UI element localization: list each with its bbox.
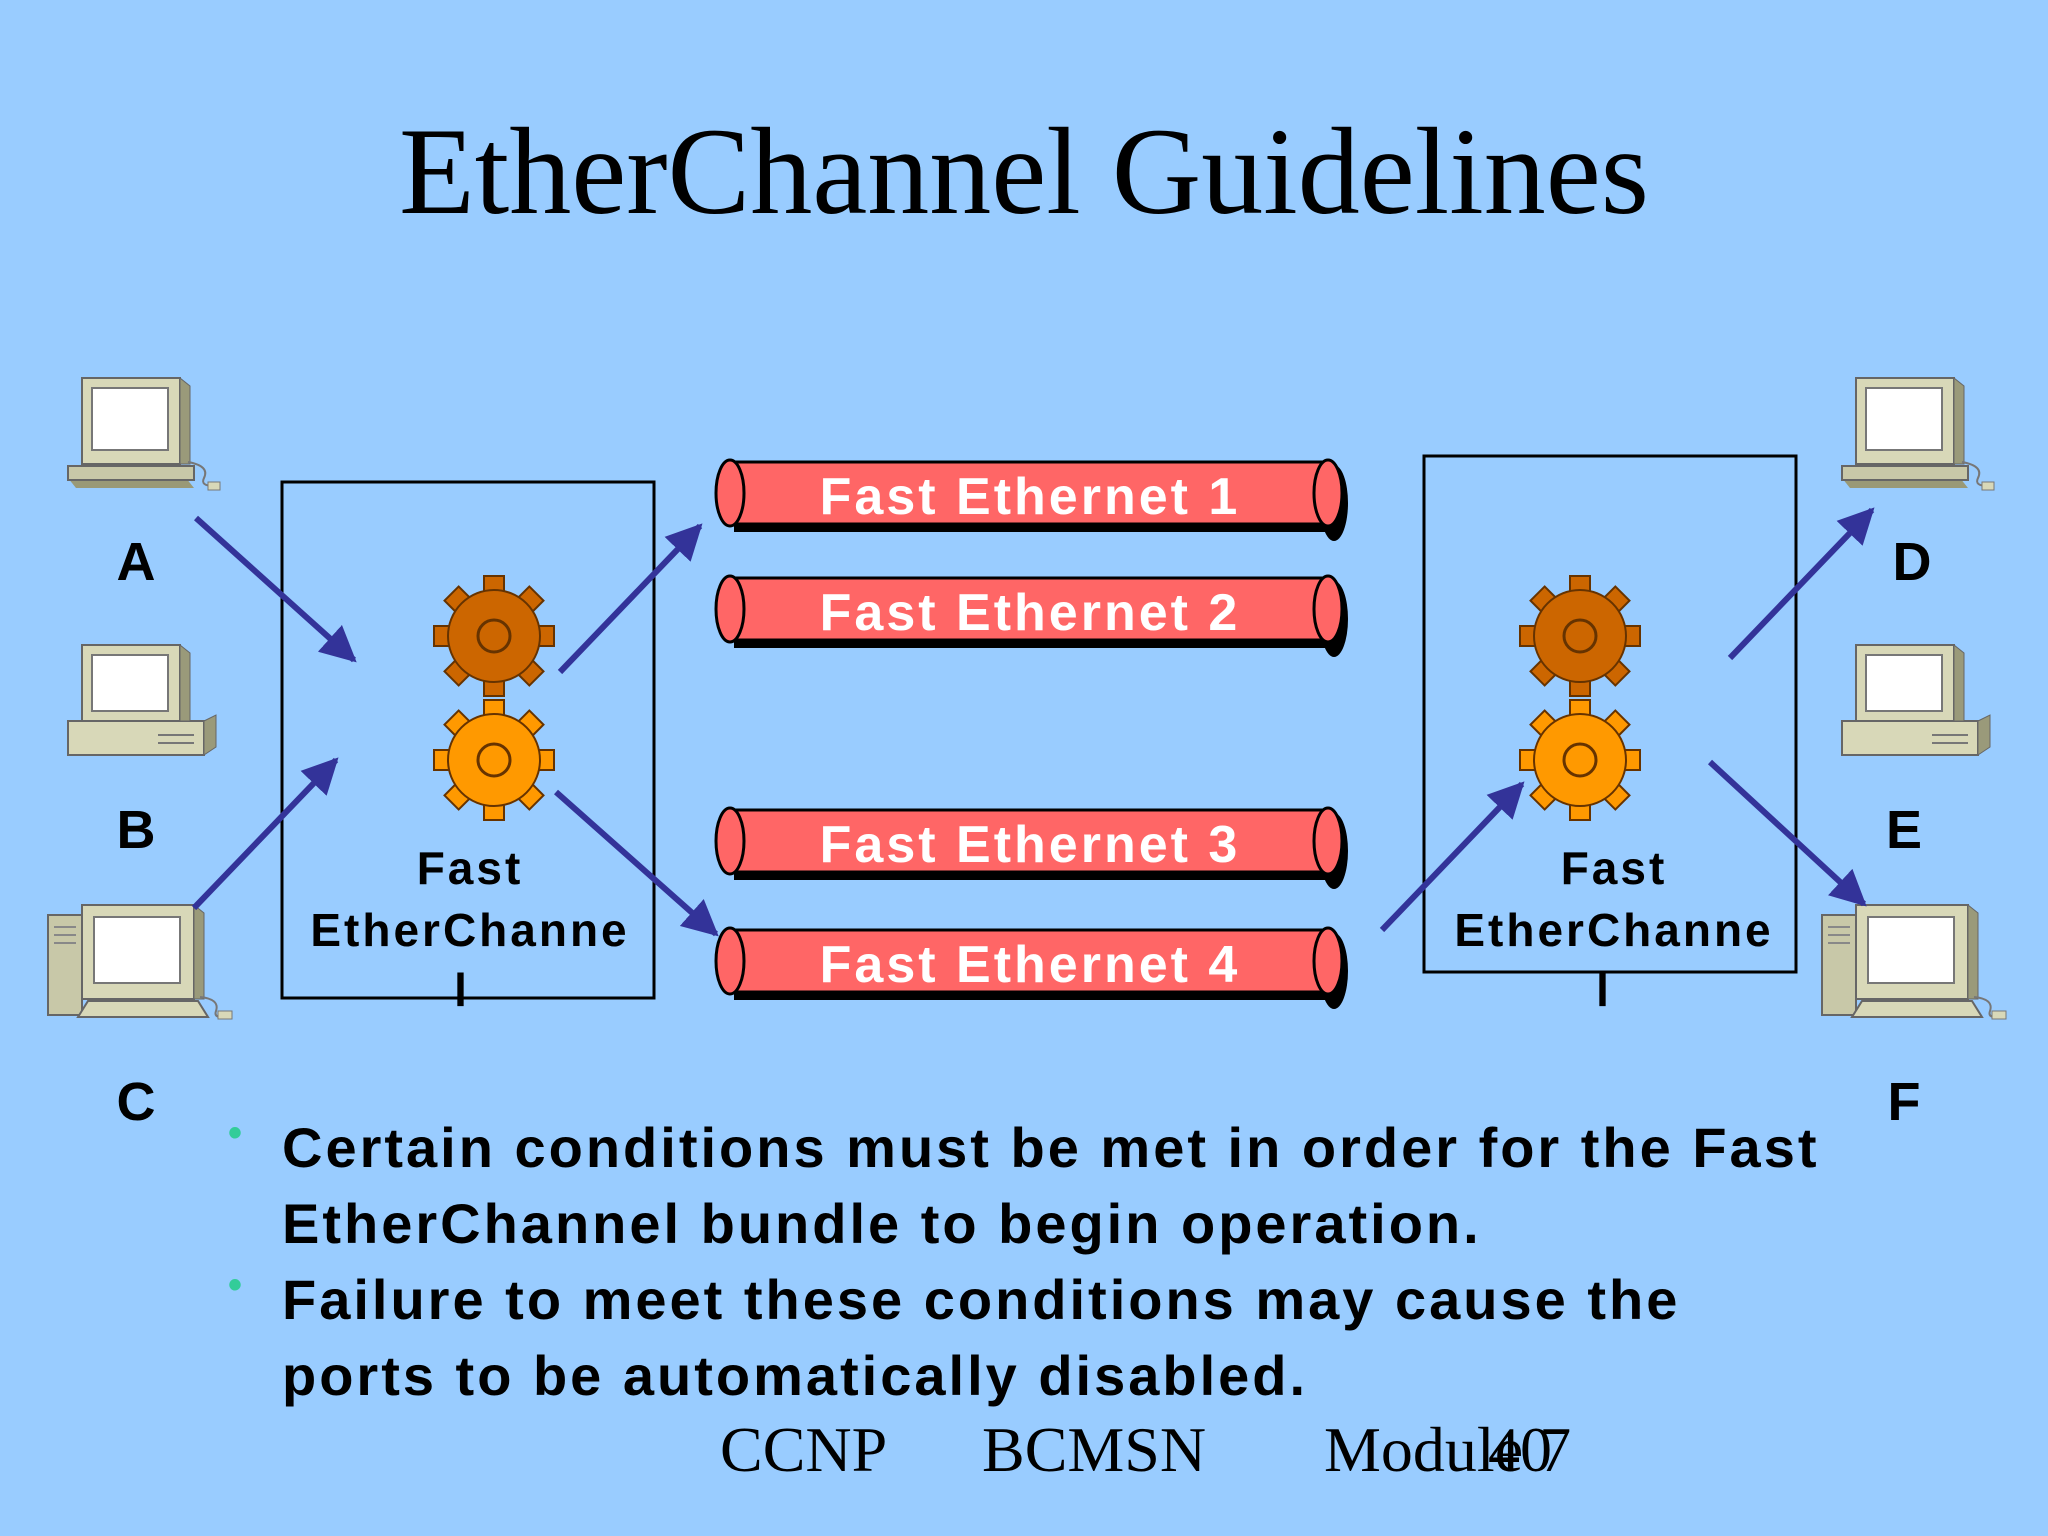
footer-page-number: 40 [1488, 1414, 1552, 1485]
right-gear-top-icon [1519, 575, 1641, 697]
arrow-switch-to-link4 [554, 789, 719, 937]
right-switch-box [1422, 454, 1798, 974]
right-gear-bottom-icon [1519, 699, 1641, 821]
right-switch-label-line3: l [1596, 964, 1612, 1016]
arrow-switch-to-link1 [557, 523, 703, 675]
link-label-1: Fast Ethernet 1 [820, 468, 1241, 526]
left-gear-top-icon [433, 575, 555, 697]
host-label-c: C [117, 1072, 156, 1132]
host-label-e: E [1886, 800, 1922, 860]
computer-a-icon [67, 377, 221, 491]
left-gear-bottom-icon [433, 699, 555, 821]
host-label-f: F [1888, 1072, 1921, 1132]
computer-d-icon [1841, 377, 1995, 491]
arrow-switch-to-f [1707, 759, 1867, 907]
left-switch-label-line1: Fast [417, 842, 524, 894]
computer-c-icon [47, 904, 233, 1020]
link-fast-ethernet-4: Fast Ethernet 4 [714, 926, 1348, 1009]
link-label-3: Fast Ethernet 3 [820, 816, 1241, 874]
bullet-text: Failure to meet these conditions may cau… [282, 1268, 1681, 1407]
bullet-dot-icon: • [228, 1263, 246, 1307]
bullet-list: • Certain conditions must be met in orde… [228, 1110, 1848, 1414]
arrow-link-to-right-switch [1379, 781, 1525, 933]
bullet-text: Certain conditions must be met in order … [282, 1116, 1820, 1255]
slide-title: EtherChannel Guidelines [399, 103, 1649, 240]
link-fast-ethernet-1: Fast Ethernet 1 [714, 458, 1348, 541]
left-switch-box [280, 480, 656, 1000]
footer-module: Module 7 [1324, 1414, 1572, 1485]
left-switch-label-line2: EtherChanne [310, 904, 629, 956]
footer-subject: BCMSN [982, 1414, 1207, 1485]
left-switch-label-line3: l [454, 964, 470, 1016]
arrow-a-to-switch [193, 515, 357, 663]
right-switch-label-line2: EtherChanne [1454, 904, 1773, 956]
footer-course: CCNP [720, 1414, 888, 1485]
arrow-switch-to-d [1727, 507, 1875, 661]
arrow-c-to-switch [191, 757, 339, 911]
bullet-dot-icon: • [228, 1111, 246, 1155]
bullet-item: • Certain conditions must be met in orde… [228, 1110, 1848, 1262]
right-switch-label-line1: Fast [1561, 842, 1668, 894]
host-label-a: A [117, 532, 156, 592]
link-label-4: Fast Ethernet 4 [820, 936, 1241, 994]
host-label-d: D [1893, 532, 1932, 592]
host-label-b: B [117, 800, 156, 860]
link-fast-ethernet-3: Fast Ethernet 3 [714, 806, 1348, 889]
bullet-item: • Failure to meet these conditions may c… [228, 1262, 1848, 1414]
computer-f-icon [1821, 904, 2007, 1020]
computer-b-icon [67, 644, 217, 756]
link-label-2: Fast Ethernet 2 [820, 584, 1241, 642]
link-fast-ethernet-2: Fast Ethernet 2 [714, 574, 1348, 657]
computer-e-icon [1841, 644, 1991, 756]
